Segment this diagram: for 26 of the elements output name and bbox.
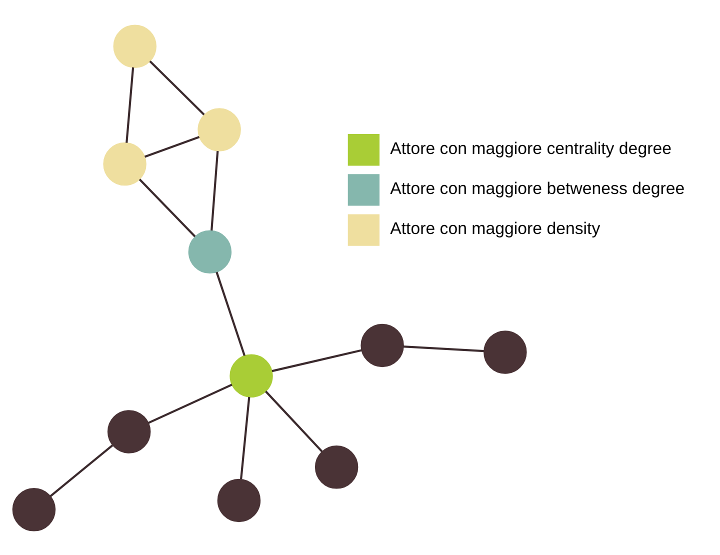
legend-label: Attore con maggiore density <box>390 218 600 238</box>
connector <box>240 396 250 479</box>
connector <box>138 178 196 237</box>
connector <box>126 66 134 142</box>
connector <box>216 271 246 356</box>
node-circle <box>360 323 404 367</box>
node-circle <box>107 410 151 453</box>
connector <box>149 60 205 115</box>
node-circle <box>113 24 156 68</box>
node-circle <box>188 230 232 274</box>
connector <box>50 444 114 497</box>
node-circle <box>314 445 358 488</box>
connector <box>210 150 219 230</box>
legend-label: Attore con maggiore betweness degree <box>390 178 685 198</box>
node-circle <box>484 330 527 374</box>
legend-label: Attore con maggiore centrality degree <box>390 138 672 158</box>
connector <box>272 348 362 372</box>
node-circle <box>103 142 146 186</box>
connector <box>148 383 232 424</box>
node-circle <box>198 108 241 151</box>
node-circle <box>230 354 273 397</box>
node-circle <box>217 478 261 522</box>
connector <box>264 390 323 452</box>
connector <box>144 136 200 158</box>
connector <box>403 345 484 352</box>
node-circle <box>12 488 56 531</box>
